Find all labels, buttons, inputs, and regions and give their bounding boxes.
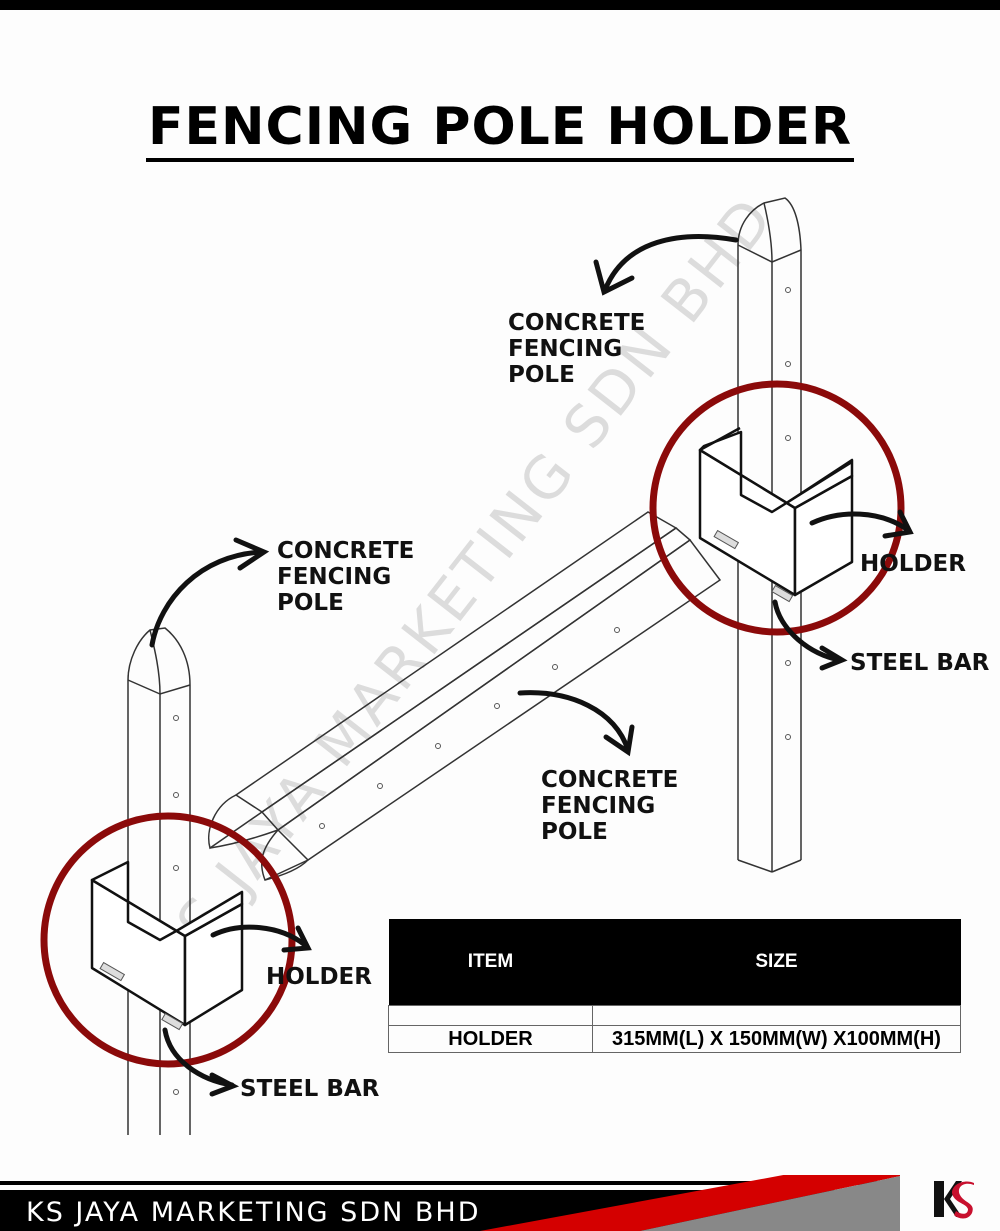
arrow-right-holder <box>809 511 911 533</box>
label-line: CONCRETE <box>277 538 415 564</box>
label-line: FENCING <box>541 793 656 819</box>
page-title: FENCING POLE HOLDER <box>0 98 1000 162</box>
spec-table-header: ITEM SIZE <box>388 919 961 1006</box>
arrow-middle-pole-head <box>603 724 635 757</box>
label-line: CONCRETE <box>541 767 679 793</box>
arrow-left-holder-head <box>281 925 312 953</box>
label-line: POLE <box>541 819 608 845</box>
label-left-holder: HOLDER <box>266 964 372 990</box>
arrow-top-pole <box>602 234 739 293</box>
arrow-left-pole-head <box>233 537 270 571</box>
right-pole-holes <box>785 287 791 740</box>
arrow-right-steel <box>772 599 843 663</box>
label-line: FENCING <box>277 564 392 590</box>
ks-logo-icon <box>934 1181 974 1219</box>
arrow-right-steel-head <box>819 645 848 671</box>
table-cell <box>388 1005 593 1026</box>
label-right-steel-bar: STEEL BAR <box>850 650 990 676</box>
page-title-text: FENCING POLE HOLDER <box>145 98 855 162</box>
label-right-holder: HOLDER <box>860 551 966 577</box>
table-cell-size: 315MM(L) X 150MM(W) X100MM(H) <box>592 1025 961 1053</box>
label-line: FENCING <box>508 336 623 362</box>
right-steel-bars <box>713 529 794 603</box>
arrow-left-holder <box>210 924 308 948</box>
spec-table: ITEM SIZE HOLDER 315MM(L) X 150MM(W) X10… <box>388 919 961 1053</box>
column-header-item: ITEM <box>388 919 593 1006</box>
arrow-top-pole-head <box>593 259 635 296</box>
arrow-middle-pole <box>517 690 631 753</box>
right-highlight-circle <box>649 380 905 636</box>
watermark-text: KS JAYA MARKETING SDN BHD <box>137 183 787 988</box>
right-holder <box>698 426 854 597</box>
arrow-left-pole <box>149 549 265 648</box>
label-left-concrete-pole: CONCRETE FENCING POLE <box>277 538 414 616</box>
arrow-right-holder-head <box>882 509 914 539</box>
footer-red-stripe <box>480 1175 906 1231</box>
column-header-size: SIZE <box>592 919 961 1006</box>
left-steel-bars <box>99 961 184 1031</box>
table-cell <box>592 1005 961 1026</box>
horizontal-pole-holes <box>319 627 620 829</box>
left-holder <box>90 860 244 1027</box>
table-row: HOLDER 315MM(L) X 150MM(W) X100MM(H) <box>388 1025 961 1053</box>
table-cell-item: HOLDER <box>388 1025 593 1053</box>
label-left-steel-bar: STEEL BAR <box>240 1076 380 1102</box>
footer-company-name: KS JAYA MARKETING SDN BHD <box>26 1197 481 1228</box>
arrow-left-steel-head <box>209 1072 240 1097</box>
table-row <box>388 1005 961 1026</box>
label-line: CONCRETE <box>508 310 646 336</box>
label-line: POLE <box>277 590 344 616</box>
label-top-concrete-pole: CONCRETE FENCING POLE <box>508 310 645 388</box>
footer-rule <box>0 1181 1000 1185</box>
top-bar <box>0 0 1000 10</box>
left-pole-holes <box>173 715 179 1095</box>
left-highlight-circle <box>40 812 296 1068</box>
footer-banner <box>0 1175 1000 1231</box>
label-middle-concrete-pole: CONCRETE FENCING POLE <box>541 767 678 845</box>
label-line: POLE <box>508 362 575 388</box>
